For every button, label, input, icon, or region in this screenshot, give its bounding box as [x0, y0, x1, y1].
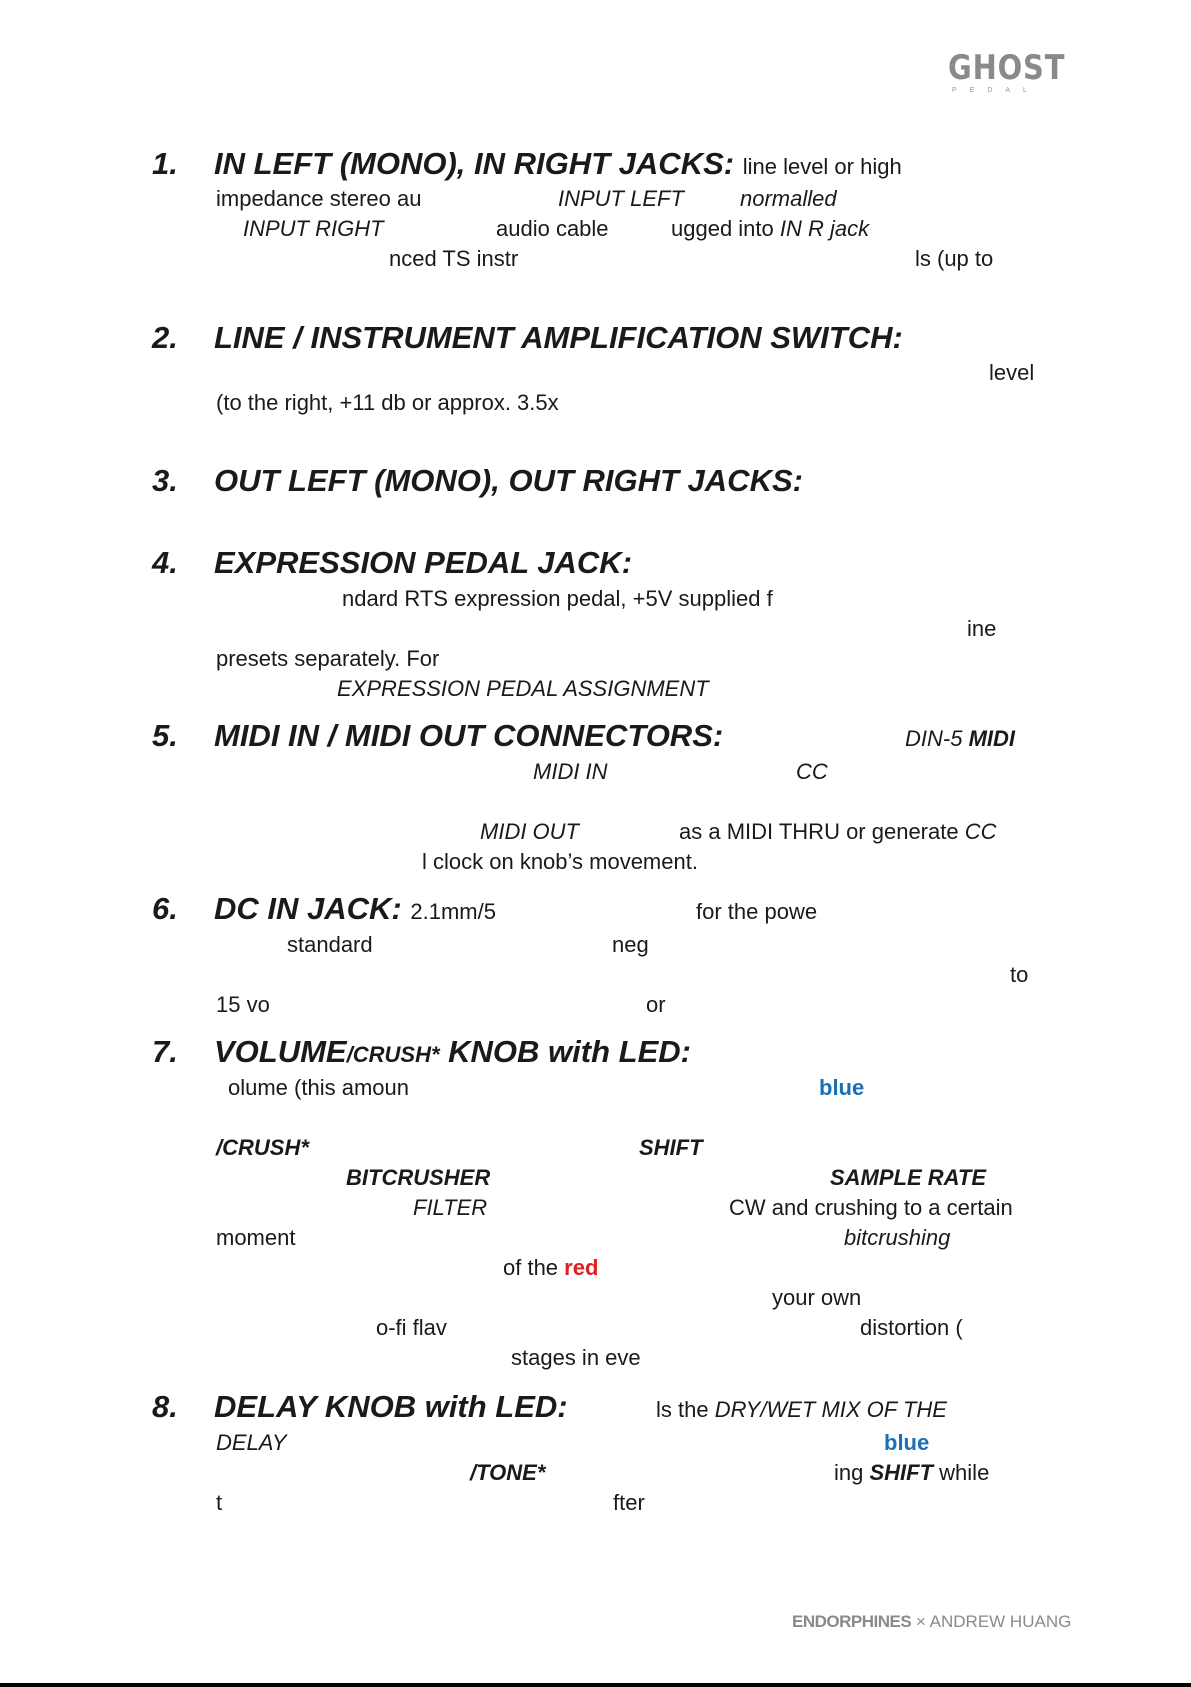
body-text: ing SHIFT while: [834, 1460, 989, 1486]
body-text: (to the right, +11 db or approx. 3.5x: [216, 390, 559, 415]
footer-partner: ANDREW HUANG: [929, 1612, 1072, 1631]
body-text: 15 vo: [216, 992, 270, 1017]
body-text: MIDI: [968, 726, 1016, 751]
body-text: BITCRUSHER: [346, 1165, 491, 1190]
body-text: /CRUSH*: [216, 1135, 309, 1160]
body-text: CC: [964, 819, 997, 844]
heading-text: IN LEFT (MONO), IN RIGHT JACKS:: [214, 146, 735, 181]
section-heading: DC IN JACK: 2.1mm/5: [214, 891, 496, 927]
section-number: 8.: [152, 1389, 178, 1424]
body-text: CC: [796, 759, 828, 784]
body-text: level: [989, 360, 1035, 385]
body-text: to: [1010, 962, 1029, 987]
section-number: 3.: [152, 463, 178, 498]
body-text: your own: [772, 1285, 862, 1310]
body-text: audio cable: [496, 216, 609, 241]
body-text: bitcrushing: [844, 1225, 951, 1250]
heading-text: VOLUME: [214, 1034, 347, 1069]
body-text: neg: [612, 932, 649, 957]
body-text: normalled: [740, 186, 837, 211]
ghost-pedal-logo: GHOST PEDAL: [948, 48, 1066, 96]
heading-text: DC IN JACK:: [214, 891, 402, 926]
body-text: ugged into: [671, 216, 774, 241]
body-text: EXPRESSION PEDAL ASSIGNMENT: [337, 676, 709, 701]
heading-tail: 2.1mm/5: [410, 899, 496, 924]
section-heading: LINE / INSTRUMENT AMPLIFICATION SWITCH:: [214, 320, 903, 355]
body-text: as a MIDI THRU or generate CC: [679, 819, 997, 845]
section-number: 2.: [152, 320, 178, 355]
heading-tail: line level or high: [742, 154, 902, 179]
highlight-blue: blue: [819, 1075, 865, 1100]
section-number: 5.: [152, 718, 178, 753]
section-number: 4.: [152, 545, 178, 580]
body-text: DIN-5: [905, 726, 963, 751]
body-text: DRY/WET MIX OF THE: [714, 1397, 947, 1422]
highlight-blue: blue: [884, 1430, 930, 1455]
body-text: presets separately. For: [216, 646, 440, 671]
footer-brand: ENDORPHINES: [792, 1612, 912, 1631]
section-number: 7.: [152, 1034, 178, 1069]
body-text: MIDI OUT: [480, 819, 579, 844]
body-text: /TONE*: [470, 1460, 546, 1485]
heading-tail: DIN-5 MIDI: [905, 726, 1015, 752]
bottom-border: [0, 1683, 1191, 1687]
section-number: 1.: [152, 146, 178, 181]
body-text: or: [646, 992, 666, 1017]
section-number: 6.: [152, 891, 178, 926]
section-heading: EXPRESSION PEDAL JACK:: [214, 545, 633, 580]
body-text: of the: [503, 1255, 559, 1280]
body-text: moment: [216, 1225, 296, 1250]
body-text: standard: [287, 932, 373, 957]
body-text: SHIFT: [869, 1460, 934, 1485]
section-heading: MIDI IN / MIDI OUT CONNECTORS:: [214, 718, 724, 753]
body-text: SHIFT: [639, 1135, 703, 1160]
heading-text: KNOB with LED:: [448, 1034, 691, 1069]
footer-separator: ×: [915, 1612, 926, 1631]
footer-credit: ENDORPHINES × ANDREW HUANG: [792, 1612, 1071, 1632]
body-text: olume (this amoun: [228, 1075, 409, 1100]
body-text: stages in eve: [511, 1345, 641, 1370]
body-text: distortion (: [860, 1315, 963, 1340]
body-text: for the powe: [696, 899, 818, 924]
body-text: ls the: [656, 1397, 709, 1422]
body-text: INPUT LEFT: [558, 186, 684, 211]
body-text: nced TS instr: [389, 246, 519, 271]
body-text: of the red: [503, 1255, 598, 1281]
body-text: impedance stereo au: [216, 186, 422, 211]
section-heading: VOLUME/CRUSH* KNOB with LED:: [214, 1034, 691, 1070]
body-text: fter: [613, 1490, 645, 1515]
body-text: DELAY: [216, 1430, 287, 1455]
body-text: ndard RTS expression pedal, +5V supplied…: [342, 586, 773, 611]
body-text: t: [216, 1490, 223, 1515]
logo-wordmark: GHOST: [948, 48, 1066, 88]
body-text: o-fi flav: [376, 1315, 447, 1340]
body-text: while: [939, 1460, 990, 1485]
heading-text: /CRUSH*: [346, 1042, 440, 1067]
body-text: ugged into IN R jack: [671, 216, 869, 242]
section-heading: DELAY KNOB with LED:: [214, 1389, 568, 1424]
body-text: ing: [834, 1460, 864, 1485]
body-text: SAMPLE RATE: [830, 1165, 987, 1190]
body-text: FILTER: [413, 1195, 488, 1220]
highlight-red: red: [564, 1255, 599, 1280]
body-text: l clock on knob’s movement.: [422, 849, 698, 874]
body-text: IN R jack: [779, 216, 870, 241]
body-text: CW and crushing to a certain: [729, 1195, 1013, 1220]
body-text: as a MIDI THRU or generate: [679, 819, 959, 844]
logo-subtitle: PEDAL: [952, 87, 1040, 94]
heading-tail: ls the DRY/WET MIX OF THE: [656, 1397, 947, 1423]
body-text: ls (up to: [915, 246, 994, 271]
body-text: INPUT RIGHT: [243, 216, 384, 241]
section-heading: IN LEFT (MONO), IN RIGHT JACKS: line lev…: [214, 146, 902, 182]
body-text: MIDI IN: [533, 759, 608, 784]
body-text: ine: [967, 616, 997, 641]
section-heading: OUT LEFT (MONO), OUT RIGHT JACKS:: [214, 463, 803, 498]
